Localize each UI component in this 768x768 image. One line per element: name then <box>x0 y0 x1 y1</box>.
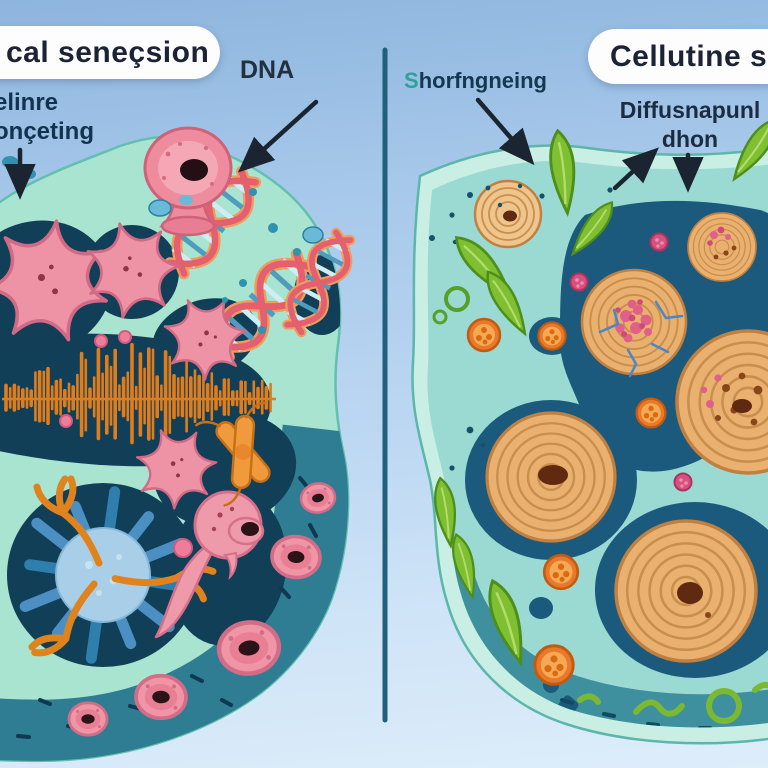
annotation-arrows <box>4 97 704 200</box>
torus-cell <box>143 126 233 237</box>
chromosome <box>195 401 271 507</box>
green-squiggles <box>577 682 768 724</box>
spiky-particle <box>19 475 217 664</box>
right-title: Cellutine sen <box>610 39 768 73</box>
shorf-arrow <box>475 97 535 166</box>
tadpole-cell <box>154 490 265 639</box>
right-annotation-top-rest: horfngneing <box>418 68 547 93</box>
ring-nucleus-spheres <box>473 179 768 663</box>
right-annotation-sub: Diffusnapunl dhon <box>600 96 768 154</box>
left-title: cal seneçsion <box>6 35 210 69</box>
right-annotation-top-initial: S <box>404 68 419 93</box>
right-cell <box>411 113 768 745</box>
left-annotation-line1: elinre <box>0 89 59 116</box>
telomere-waveform <box>2 342 276 445</box>
left-annotation-line2: onçeting <box>0 118 94 145</box>
left-cell-edge-band <box>0 424 349 761</box>
dhon-upright-arrow <box>612 147 659 191</box>
green-ring-organelles <box>432 286 470 325</box>
dna-label: DNA <box>240 56 295 84</box>
dna-arrow <box>237 99 319 173</box>
left-title-pill: cal seneçsion <box>0 26 220 79</box>
right-annotation-sub-line2: dhon <box>661 126 719 152</box>
left-cell <box>0 126 359 763</box>
right-annotation-sub-line1: Diffusnapunl <box>619 97 761 123</box>
right-title-pill: Cellutine sen <box>588 29 768 84</box>
left-annotation: elinre onçeting <box>0 88 94 146</box>
right-annotation-top: Shorfngneing <box>404 68 547 94</box>
